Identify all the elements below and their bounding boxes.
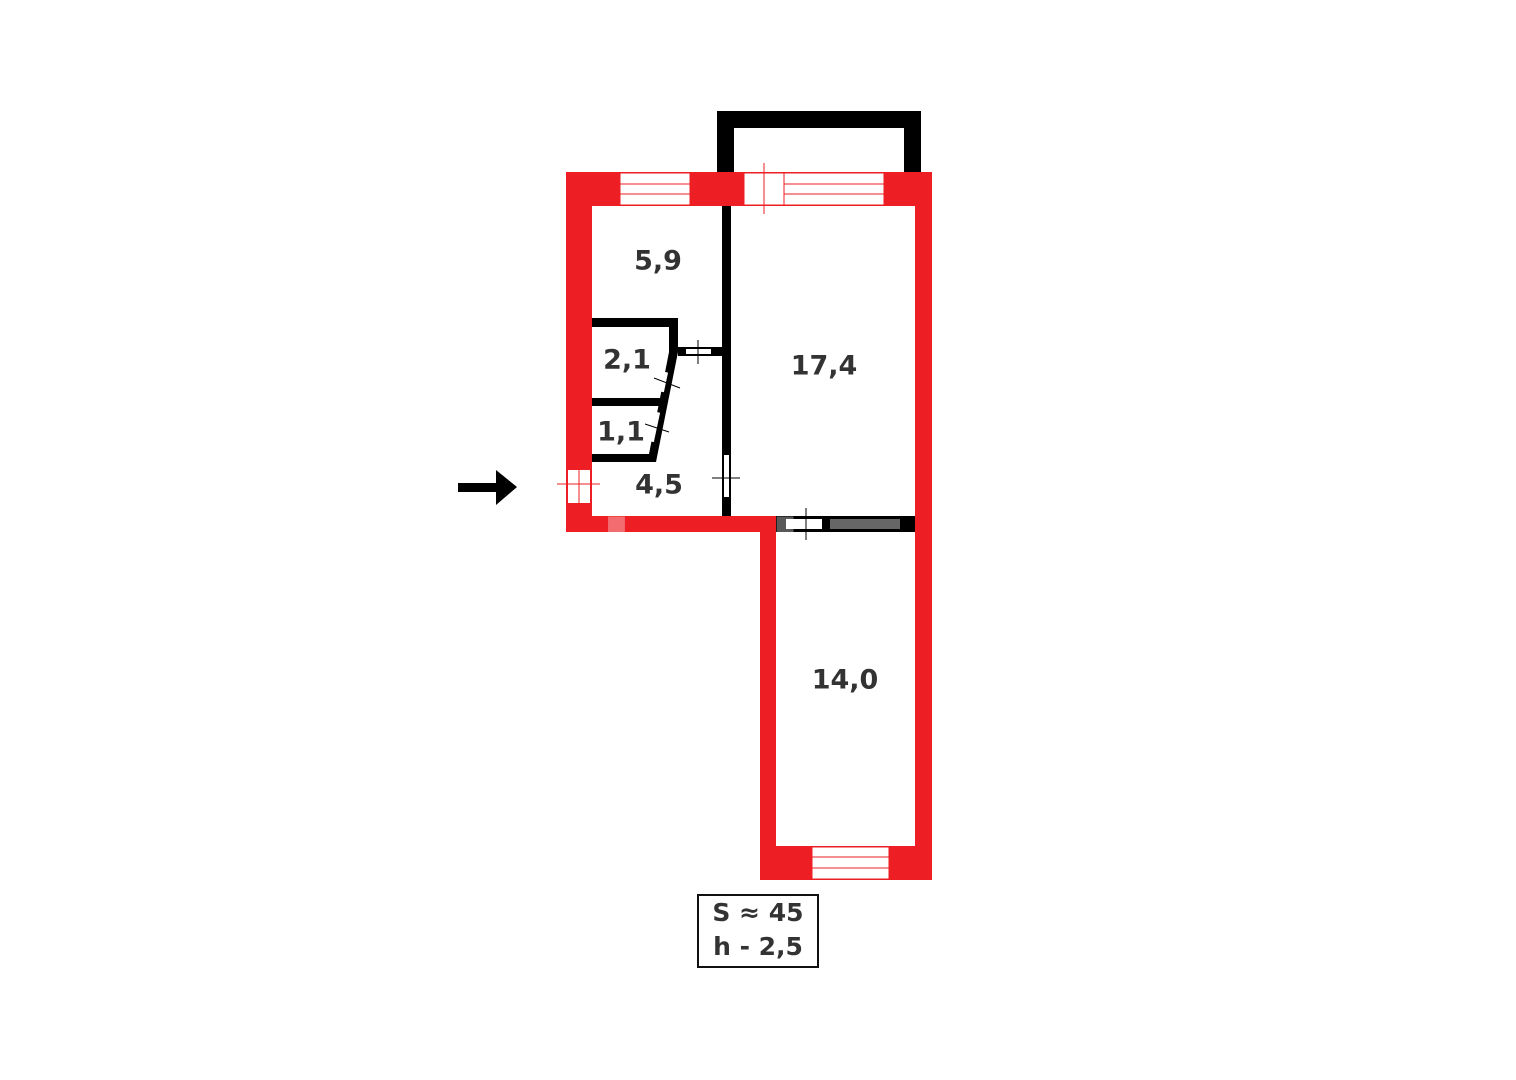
window-living-room	[783, 172, 885, 206]
room-area-bathroom: 2,1	[603, 345, 651, 376]
room-area-toilet: 1,1	[597, 417, 645, 448]
room-area-kitchen: 5,9	[634, 246, 682, 277]
watermark: kn.kz	[600, 501, 888, 613]
living-room-door	[724, 455, 729, 497]
total-area: S ≈ 45	[712, 898, 804, 927]
balcony-door	[743, 163, 785, 214]
partition-shade	[830, 519, 900, 529]
room-area-hallway: 4,5	[635, 470, 683, 501]
entrance-door	[557, 470, 600, 503]
entrance-arrow-icon	[458, 470, 517, 505]
balcony	[717, 111, 921, 172]
door-mark	[644, 423, 670, 433]
door-mark	[653, 377, 681, 389]
bedroom-door	[786, 519, 822, 529]
room-area-living-room: 17,4	[791, 351, 858, 382]
ceiling-height: h - 2,5	[713, 932, 803, 961]
room-area-bedroom: 14,0	[812, 665, 879, 696]
window-bedroom	[811, 846, 890, 880]
info-box: S ≈ 45 h - 2,5	[697, 894, 819, 968]
window-kitchen	[619, 172, 691, 206]
